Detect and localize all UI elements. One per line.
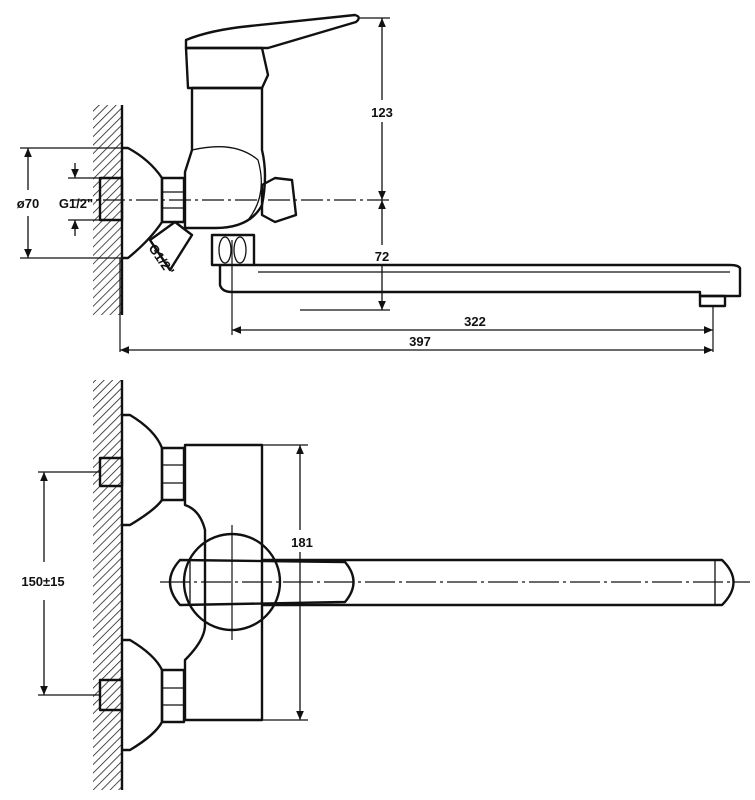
dim-thread-outlet: G1/2" — [146, 241, 178, 278]
dim-inlet-spacing: 150±15 — [21, 574, 64, 589]
lever-top — [168, 558, 355, 607]
wall-hatch-upper — [93, 105, 122, 315]
spout — [218, 263, 742, 298]
dim-flange-diameter: ø70 — [17, 196, 39, 211]
dim-body-height: 181 — [291, 535, 313, 550]
dim-total-length: 397 — [409, 334, 431, 349]
spout-top — [262, 558, 735, 607]
side-view: 123 72 322 397 ø70 G1/2" G1/2" — [17, 13, 742, 354]
mixer-body — [183, 86, 267, 230]
diverter-button — [260, 176, 298, 224]
dim-thread-inlet: G1/2" — [59, 196, 93, 211]
inlet-pipe — [98, 176, 124, 222]
wall-hatch-lower — [93, 380, 122, 790]
cartridge-cap — [184, 46, 270, 90]
top-view: 181 150±15 — [21, 380, 750, 790]
dim-height-lower: 72 — [375, 249, 389, 264]
dim-spout-length: 322 — [464, 314, 486, 329]
aerator — [698, 294, 727, 308]
dim-height-upper: 123 — [371, 105, 393, 120]
lever-handle — [184, 13, 360, 50]
mixer-body-top — [183, 443, 264, 722]
